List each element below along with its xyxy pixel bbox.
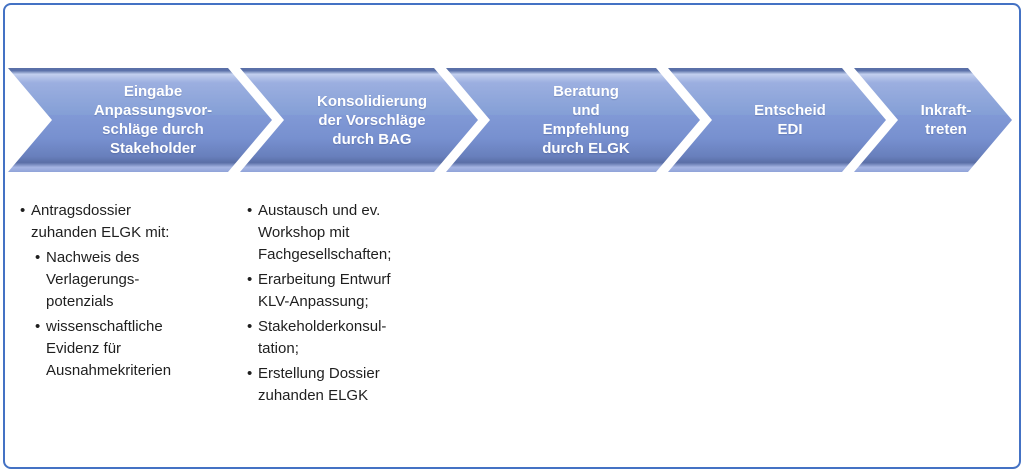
list-item-text: Antragsdossier zuhanden ELGK mit: <box>31 202 170 241</box>
bullet-marker: • <box>20 202 26 219</box>
process-step-1-label: Eingabe Anpassungsvor- schläge durch Sta… <box>93 83 213 157</box>
bullet-marker: • <box>35 249 41 266</box>
process-step-5-label: Inkraft- treten <box>920 102 972 138</box>
list-item: • Erstellung Dossier zuhanden ELGK <box>247 363 459 407</box>
list-item-text: wissenschaftliche Evidenz für Ausnahmekr… <box>46 318 172 379</box>
bullet-marker: • <box>247 318 253 335</box>
list-item: • wissenschaftliche Evidenz für Ausnahme… <box>35 316 232 382</box>
bag-notes-list: • Austausch und ev. Workshop mit Fachges… <box>247 200 459 410</box>
list-item: • Nachweis des Verlagerungs- potenzials <box>35 247 232 313</box>
stakeholder-notes-list: • Antragsdossier zuhanden ELGK mit: • Na… <box>20 200 232 385</box>
bullet-marker: • <box>247 365 253 382</box>
bullet-marker: • <box>247 271 253 288</box>
list-item-text: Nachweis des Verlagerungs- potenzials <box>46 249 140 310</box>
list-item: • Austausch und ev. Workshop mit Fachges… <box>247 200 459 266</box>
list-item: • Stakeholderkonsul- tation; <box>247 316 459 360</box>
list-item: • Erarbeitung Entwurf KLV-Anpassung; <box>247 269 459 313</box>
process-step-4-label: Entscheid EDI <box>754 102 826 138</box>
list-item-text: Stakeholderkonsul- tation; <box>258 318 387 357</box>
list-item-text: Erstellung Dossier zuhanden ELGK <box>258 365 380 404</box>
list-item-text: Austausch und ev. Workshop mit Fachgesel… <box>258 202 392 263</box>
bullet-marker: • <box>247 202 253 219</box>
process-step-1-arrow: Eingabe Anpassungsvor- schläge durch Sta… <box>8 68 272 172</box>
process-step-3-label: Beratung und Empfehlung durch ELGK <box>542 83 630 157</box>
bullet-marker: • <box>35 318 41 335</box>
process-step-2-label: Konsolidierung der Vorschläge durch BAG <box>317 92 427 148</box>
list-item: • Antragsdossier zuhanden ELGK mit: <box>20 200 232 244</box>
list-item-text: Erarbeitung Entwurf KLV-Anpassung; <box>258 271 391 310</box>
